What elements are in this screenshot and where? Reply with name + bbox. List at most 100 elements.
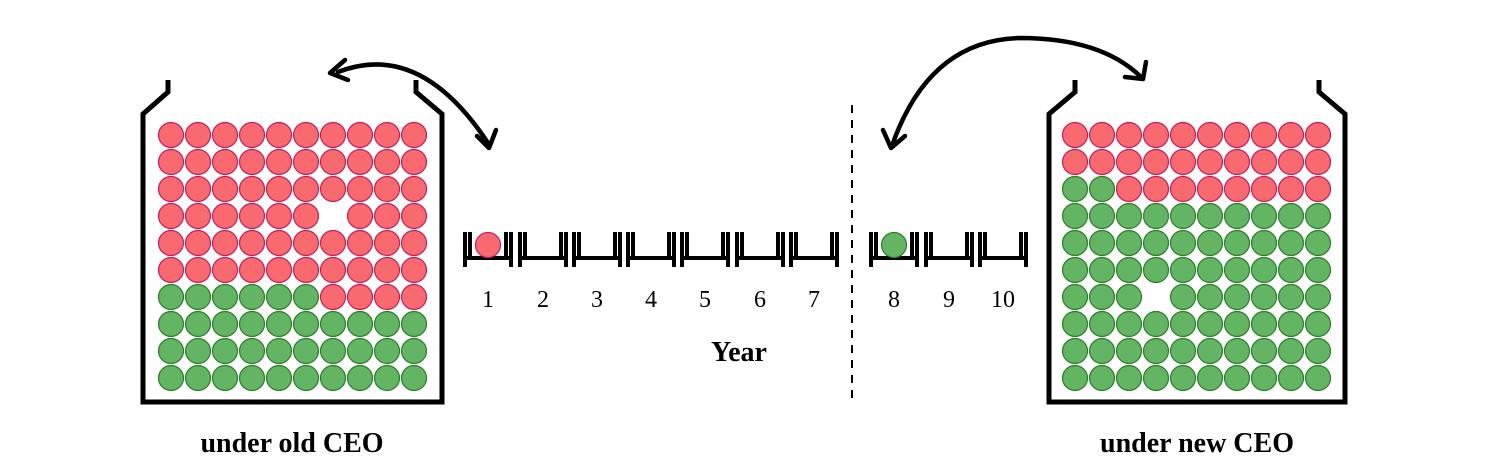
right-jar-green-ball — [1196, 337, 1224, 365]
left-jar-green-ball — [292, 337, 320, 365]
axis-label-year: Year — [711, 337, 767, 368]
left-jar-red-ball — [184, 121, 212, 149]
left-jar-red-ball — [211, 175, 239, 203]
right-jar-green-ball — [1223, 310, 1251, 338]
right-jar-green-ball — [1196, 283, 1224, 311]
right-jar-red-ball — [1304, 175, 1332, 203]
left-jar-green-ball — [400, 337, 428, 365]
right-jar-green-ball — [1250, 256, 1278, 284]
right-jar-green-ball — [1088, 364, 1116, 392]
left-jar-red-ball — [400, 148, 428, 176]
right-jar-red-ball — [1304, 148, 1332, 176]
left-jar-red-ball — [373, 202, 401, 230]
right-jar-red-ball — [1223, 148, 1251, 176]
right-jar-red-ball — [1115, 148, 1143, 176]
year-slot-10 — [978, 232, 1028, 267]
left-jar-red-ball — [373, 229, 401, 257]
left-jar-red-ball — [373, 148, 401, 176]
left-jar-red-ball — [157, 148, 185, 176]
left-jar-green-ball — [265, 283, 293, 311]
right-jar-green-ball — [1115, 229, 1143, 257]
left-jar-green-ball — [373, 364, 401, 392]
left-jar-green-ball — [400, 364, 428, 392]
right-jar-green-ball — [1115, 364, 1143, 392]
left-jar-red-ball — [211, 229, 239, 257]
left-jar-red-ball — [265, 256, 293, 284]
left-jar-green-ball — [238, 337, 266, 365]
right-jar-green-ball — [1223, 202, 1251, 230]
year-1-red-ball — [474, 231, 502, 259]
right-jar-green-ball — [1277, 256, 1305, 284]
year-label-6: 6 — [754, 287, 766, 313]
year-slots — [463, 232, 1028, 267]
left-jar-red-ball — [373, 283, 401, 311]
right-jar-green-ball — [1196, 364, 1224, 392]
right-jar-green-ball — [1196, 202, 1224, 230]
left-jar-green-ball — [184, 337, 212, 365]
right-jar-green-ball — [1088, 229, 1116, 257]
right-jar-green-ball — [1088, 310, 1116, 338]
year-label-3: 3 — [591, 287, 603, 313]
left-jar-red-ball — [265, 175, 293, 203]
right-swap-arrow — [880, 35, 1149, 151]
right-jar-red-ball — [1169, 148, 1197, 176]
right-jar-green-ball — [1169, 337, 1197, 365]
right-jar-green-ball — [1304, 310, 1332, 338]
left-jar-red-ball — [265, 202, 293, 230]
right-jar-green-ball — [1304, 283, 1332, 311]
right-jar-green-ball — [1304, 229, 1332, 257]
left-jar-red-ball — [319, 148, 347, 176]
left-jar-green-ball — [346, 364, 374, 392]
left-jar-red-ball — [400, 229, 428, 257]
left-jar-green-ball — [157, 337, 185, 365]
right-jar-green-ball — [1250, 283, 1278, 311]
left-jar-red-ball — [400, 256, 428, 284]
left-jar-red-ball — [238, 256, 266, 284]
right-jar-green-ball — [1277, 229, 1305, 257]
right-jar-green-ball — [1169, 310, 1197, 338]
left-jar-red-ball — [292, 175, 320, 203]
left-jar-green-ball — [211, 283, 239, 311]
left-jar-green-ball — [265, 364, 293, 392]
left-jar-green-ball — [238, 310, 266, 338]
right-jar-green-ball — [1088, 283, 1116, 311]
left-jar-red-ball — [184, 229, 212, 257]
right-jar-green-ball — [1250, 364, 1278, 392]
year-slot-6 — [735, 232, 785, 267]
left-jar-red-ball — [346, 256, 374, 284]
left-jar-green-ball — [400, 310, 428, 338]
left-jar-red-ball — [211, 121, 239, 149]
left-jar-red-ball — [346, 148, 374, 176]
left-jar-red-ball — [400, 202, 428, 230]
left-jar-red-ball — [292, 148, 320, 176]
right-jar-green-ball — [1223, 256, 1251, 284]
left-jar-red-ball — [184, 175, 212, 203]
left-jar-red-ball — [373, 175, 401, 203]
left-jar-green-ball — [292, 310, 320, 338]
left-jar-green-ball — [157, 310, 185, 338]
left-jar-red-ball — [184, 148, 212, 176]
year-label-10: 10 — [991, 287, 1015, 313]
right-jar-green-ball — [1115, 310, 1143, 338]
left-swap-arrow — [327, 57, 499, 151]
right-jar-green-ball — [1250, 202, 1278, 230]
left-jar-red-ball — [292, 229, 320, 257]
right-jar-green-ball — [1088, 175, 1116, 203]
right-jar-green-ball — [1304, 364, 1332, 392]
right-jar-red-ball — [1250, 148, 1278, 176]
right-jar-red-ball — [1088, 148, 1116, 176]
year-slot-9 — [924, 232, 974, 267]
right-jar-green-ball — [1061, 175, 1089, 203]
left-jar-frame — [140, 80, 445, 405]
year-slot-4 — [626, 232, 676, 267]
left-jar-green-ball — [265, 337, 293, 365]
right-jar-red-ball — [1304, 121, 1332, 149]
right-jar-green-ball — [1061, 283, 1089, 311]
right-jar-green-ball — [1169, 364, 1197, 392]
right-jar-red-ball — [1115, 175, 1143, 203]
left-jar-green-ball — [292, 283, 320, 311]
year-slot-5 — [680, 232, 730, 267]
left-jar-green-ball — [292, 364, 320, 392]
right-jar-green-ball — [1169, 202, 1197, 230]
